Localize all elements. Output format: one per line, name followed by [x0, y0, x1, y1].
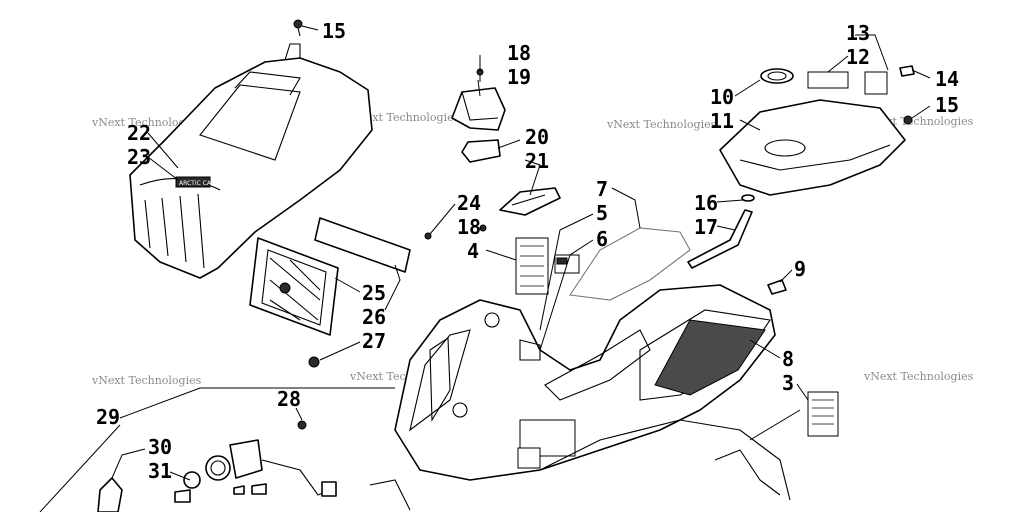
vent-tube [687, 194, 755, 269]
main-body [369, 284, 791, 511]
screw-15-top [293, 19, 303, 29]
callout: 25 [362, 281, 386, 305]
callout: 15 [322, 19, 346, 43]
decal-3 [807, 391, 839, 437]
screw-28 [297, 420, 307, 430]
callout: 16 [694, 191, 718, 215]
rear-fender-cover [719, 65, 915, 196]
headlight-assembly [97, 439, 337, 512]
callout: 13 [846, 21, 870, 45]
callout: 18 [507, 41, 531, 65]
watermark: vNext Technologies [863, 370, 974, 383]
callout: 20 [525, 125, 549, 149]
headlight-strip [314, 217, 411, 273]
seat [569, 227, 691, 301]
callout: 21 [525, 149, 549, 173]
callout: 23 [127, 145, 151, 169]
callout: 9 [794, 257, 806, 281]
front-hood: ARCTIC CAT [129, 43, 373, 279]
callout: 6 [596, 227, 608, 251]
callout: 12 [846, 45, 870, 69]
callout: 28 [277, 387, 301, 411]
hood-badge-text: ARCTIC CAT [179, 180, 215, 187]
watermark: vNext Technologies [606, 118, 717, 131]
hood-badge [175, 176, 211, 188]
callout: 4 [467, 239, 479, 263]
callout: 15 [935, 93, 959, 117]
callout: 3 [782, 371, 794, 395]
screw-24 [424, 232, 432, 240]
screw-27 [308, 356, 320, 368]
callout: 5 [596, 201, 608, 225]
callout: 22 [127, 121, 151, 145]
callout: 27 [362, 329, 386, 353]
callout: 17 [694, 215, 718, 239]
fasteners [293, 19, 913, 430]
callout: 10 [710, 85, 734, 109]
screw-15-right [903, 115, 913, 125]
grille [249, 237, 339, 336]
leader-lines [39, 25, 931, 512]
callout: 8 [782, 347, 794, 371]
callout: 11 [710, 109, 734, 133]
callout: 29 [96, 405, 120, 429]
bracket-9 [767, 279, 787, 295]
callout: 24 [457, 191, 481, 215]
callout: 7 [596, 177, 608, 201]
watermark: vNext Technologies [91, 116, 202, 129]
decals-center [515, 237, 580, 295]
watermark: vNext Technologies [349, 111, 460, 124]
callout: 14 [935, 67, 959, 91]
callout: 26 [362, 305, 386, 329]
callout: 30 [148, 435, 172, 459]
callout: 18 [457, 215, 481, 239]
callout: 19 [507, 65, 531, 89]
callouts: 15 18 19 13 12 14 10 22 23 20 21 11 15 2… [96, 19, 959, 483]
watermark: vNext Technologies [91, 374, 202, 387]
callout: 31 [148, 459, 172, 483]
